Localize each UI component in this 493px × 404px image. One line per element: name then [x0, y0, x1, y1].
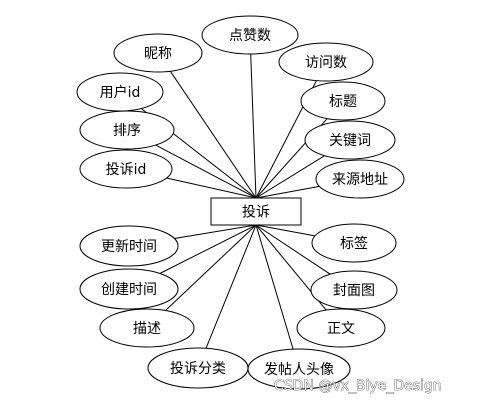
watermark: CSDN @vx_Biye_Design [274, 378, 442, 394]
attribute-complaint_id: 投诉id [79, 149, 173, 189]
attribute-tag: 标签 [311, 223, 397, 263]
connector-sort [155, 144, 257, 199]
connector-nickname [169, 70, 257, 199]
attribute-title: 标题 [300, 81, 386, 121]
attribute-poster_avatar: 发帖人头像 [247, 348, 351, 390]
connector-complaint_id [166, 177, 257, 199]
attribute-ellipse-source_url [315, 159, 405, 199]
attribute-nickname: 昵称 [113, 33, 203, 73]
attribute-ellipse-cover [310, 270, 398, 310]
entity-node: 投诉 [210, 197, 302, 226]
attribute-ellipse-poster_avatar [247, 348, 351, 390]
attribute-ellipse-description [99, 308, 195, 348]
attribute-likes: 点赞数 [201, 15, 299, 55]
attribute-label-update_time: 更新时间 [101, 239, 157, 255]
attribute-views: 访问数 [278, 42, 374, 82]
attribute-label-complaint_id: 投诉id [106, 162, 147, 178]
attribute-ellipse-sort [79, 110, 175, 150]
attribute-create_time: 创建时间 [79, 268, 179, 310]
attribute-ellipse-update_time [79, 225, 179, 267]
entity-label: 投诉 [242, 205, 270, 221]
attribute-label-create_time: 创建时间 [101, 282, 157, 298]
attribute-source_url: 来源地址 [315, 159, 405, 199]
attribute-label-title: 标题 [329, 94, 357, 110]
connector-update_time [174, 224, 257, 239]
attribute-description: 描述 [99, 308, 195, 348]
attribute-ellipse-likes [201, 15, 299, 55]
connector-lines [140, 53, 331, 350]
attribute-label-description: 描述 [133, 321, 161, 337]
attribute-label-keywords: 关键词 [329, 133, 371, 149]
attribute-label-category: 投诉分类 [170, 361, 226, 377]
attribute-sort: 排序 [79, 110, 175, 150]
attribute-label-user_id: 用户id [100, 84, 141, 101]
attribute-ellipse-tag [311, 223, 397, 263]
attribute-label-source_url: 来源地址 [332, 172, 388, 188]
attribute-label-likes: 点赞数 [229, 28, 271, 44]
attribute-ellipse-keywords [304, 120, 396, 160]
connector-tag [255, 224, 316, 237]
attribute-label-cover: 封面图 [333, 283, 375, 299]
attribute-label-views: 访问数 [305, 55, 347, 71]
connector-likes [250, 53, 257, 199]
attribute-update_time: 更新时间 [79, 225, 179, 267]
connector-source_url [255, 185, 320, 199]
attribute-user_id: 用户id [76, 72, 164, 112]
attribute-ellipse-nickname [113, 33, 203, 73]
attribute-keywords: 关键词 [304, 120, 396, 160]
attribute-ellipse-content [296, 308, 386, 348]
connector-create_time [159, 224, 257, 274]
attribute-cover: 封面图 [310, 270, 398, 310]
connector-cover [255, 224, 331, 275]
attribute-label-nickname: 昵称 [144, 46, 172, 62]
attribute-label-poster_avatar: 发帖人头像 [264, 362, 334, 378]
attribute-ellipse-complaint_id [79, 149, 173, 189]
attribute-category: 投诉分类 [147, 347, 249, 389]
connector-description [165, 224, 257, 311]
attribute-label-tag: 标签 [340, 235, 368, 252]
attribute-ellipse-create_time [79, 268, 179, 310]
attribute-label-sort: 排序 [113, 123, 141, 139]
attribute-label-content: 正文 [327, 321, 355, 337]
attribute-ellipse-views [278, 42, 374, 82]
connector-poster_avatar [255, 224, 294, 350]
attribute-ellipse-title [300, 81, 386, 121]
connector-category [205, 224, 257, 349]
connector-keywords [255, 155, 325, 199]
entity-box [210, 197, 302, 226]
attribute-content: 正文 [296, 308, 386, 348]
